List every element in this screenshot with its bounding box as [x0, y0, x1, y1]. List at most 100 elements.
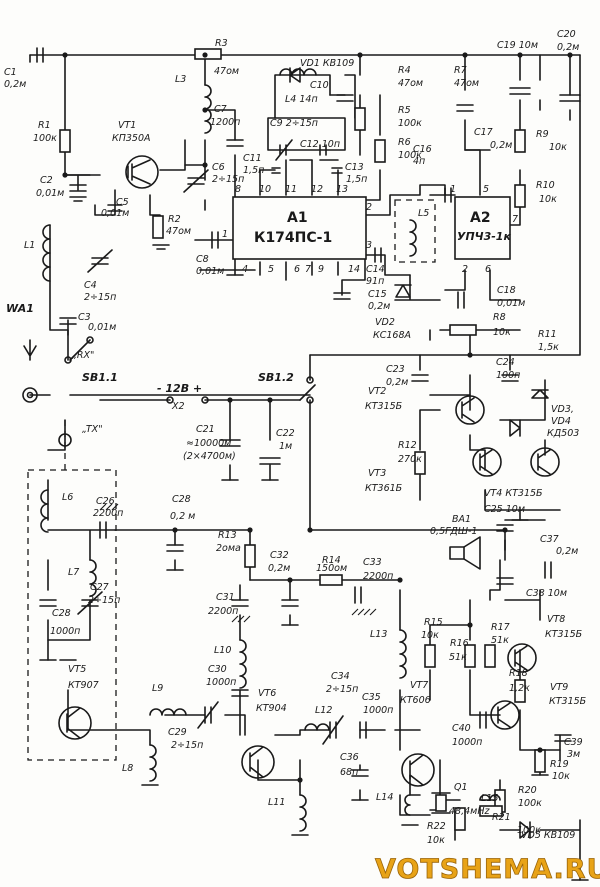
label-sb11: SB1.1	[82, 371, 118, 384]
label-vt8t: КТ315Б	[545, 629, 583, 640]
label-c5: C5	[116, 197, 129, 208]
vt6-symbol	[241, 745, 275, 779]
label-c28a: C28	[52, 608, 71, 619]
label-c34: C34	[331, 671, 350, 682]
label-r8: R8	[493, 312, 506, 323]
a2-pin: 7	[512, 214, 518, 225]
label-r13: R13	[218, 530, 237, 541]
label-r2v: 47ом	[166, 226, 191, 237]
label-vt2t: КТ315Б	[365, 401, 403, 412]
label-c19: C19 10м	[497, 40, 538, 51]
r18-body	[514, 679, 526, 703]
label-r5v: 100к	[398, 118, 422, 129]
label-c16v: 4п	[413, 156, 425, 167]
label-r9v: 10к	[549, 142, 567, 153]
r12-body	[414, 451, 426, 475]
label-vd2t: КС168А	[373, 330, 411, 341]
label-c33: C33	[363, 557, 382, 568]
r21-body	[479, 805, 503, 817]
label-c35: C35	[362, 692, 381, 703]
label-c30: C30	[208, 664, 227, 675]
label-r17v: 51к	[491, 635, 509, 646]
a1-pin: 11	[285, 184, 297, 195]
label-vt3: VT3	[368, 468, 386, 479]
label-c21: C21	[196, 424, 215, 435]
r17-body	[484, 644, 496, 668]
a1-pin: 7	[305, 264, 311, 275]
label-c17: C17	[474, 127, 493, 138]
label-c22v: 1м	[279, 441, 292, 452]
label-vt6t: КТ904	[256, 703, 287, 714]
vt4-symbol	[530, 447, 560, 477]
label-r8v: 10к	[493, 327, 511, 338]
label-q1: Q1	[454, 782, 468, 793]
r4-body	[354, 107, 366, 131]
a1-pin: 2	[366, 202, 372, 213]
l11-coil	[299, 794, 307, 832]
a1-ref: A1	[287, 210, 308, 226]
l13-coil	[399, 629, 407, 679]
label-vd2: VD2	[375, 317, 395, 328]
capacitors	[36, 47, 581, 777]
a1-pin: 9	[318, 264, 324, 275]
label-c15v: 0,2м	[368, 301, 390, 312]
label-l4: L4 14п	[285, 94, 318, 105]
vt2-symbol	[455, 395, 485, 425]
label-vt6: VT6	[258, 688, 276, 699]
label-vd34b: VD4	[551, 416, 571, 427]
r9-body	[514, 129, 526, 153]
label-c13v: 1,5п	[346, 174, 367, 185]
label-c25: C25 10м	[484, 504, 525, 515]
transistors	[58, 155, 560, 787]
label-r1: R1	[38, 120, 51, 131]
label-c36v: 68п	[340, 767, 358, 778]
label-vt4: VT4 КТ315Б	[484, 488, 543, 499]
label-l10: L10	[214, 645, 231, 656]
l9-coil	[149, 708, 187, 716]
label-c32v: 0,2м	[268, 563, 290, 574]
label-c28: C28	[172, 494, 191, 505]
label-r10v: 10к	[539, 194, 557, 205]
label-vt1: VT1	[118, 120, 136, 131]
label-tx: „TX"	[82, 424, 103, 435]
a1-pin: 14	[348, 264, 360, 275]
label-c24v: 100п	[496, 370, 520, 381]
label-c37v: 0,2м	[556, 546, 578, 557]
label-vt7: VT7	[410, 680, 428, 691]
label-r9: R9	[536, 129, 549, 140]
a1-pin: 10	[259, 184, 271, 195]
label-vt7t: КТ606	[400, 695, 431, 706]
wiring-audio	[419, 354, 561, 551]
a1-pin: 12	[311, 184, 323, 195]
a1-pin: 3	[366, 240, 372, 251]
label-l1: L1	[24, 240, 35, 251]
vt5-symbol	[58, 706, 92, 740]
vt1-symbol	[125, 155, 159, 189]
label-c16: C16	[413, 144, 432, 155]
r8-body	[449, 324, 477, 336]
a2-type: УПЧ3-1к	[457, 230, 511, 243]
a2-ref: A2	[470, 210, 491, 226]
vd5-symbol	[519, 821, 531, 839]
label-c3: C3	[78, 312, 91, 323]
a1-pin: 6	[294, 264, 300, 275]
label-c26: C26	[96, 496, 115, 507]
label-r12: R12	[398, 440, 417, 451]
label-l6: L6	[62, 492, 73, 503]
l6-coil	[40, 489, 49, 533]
label-c17v: 0,2м	[490, 140, 512, 151]
label-c3v: 0,01м	[88, 322, 116, 333]
vd4-symbol	[531, 389, 549, 399]
l14-coil	[404, 794, 411, 816]
label-vt9t: КТ315Б	[549, 696, 587, 707]
label-r4: R4	[398, 65, 411, 76]
antenna-icon	[23, 339, 37, 361]
label-l11: L11	[268, 797, 285, 808]
misc-symbols	[22, 52, 589, 881]
label-c7: C7	[214, 104, 227, 115]
label-c18v: 0,01м	[497, 298, 525, 309]
vt9-symbol	[490, 700, 520, 730]
label-r19: R19	[550, 759, 569, 770]
